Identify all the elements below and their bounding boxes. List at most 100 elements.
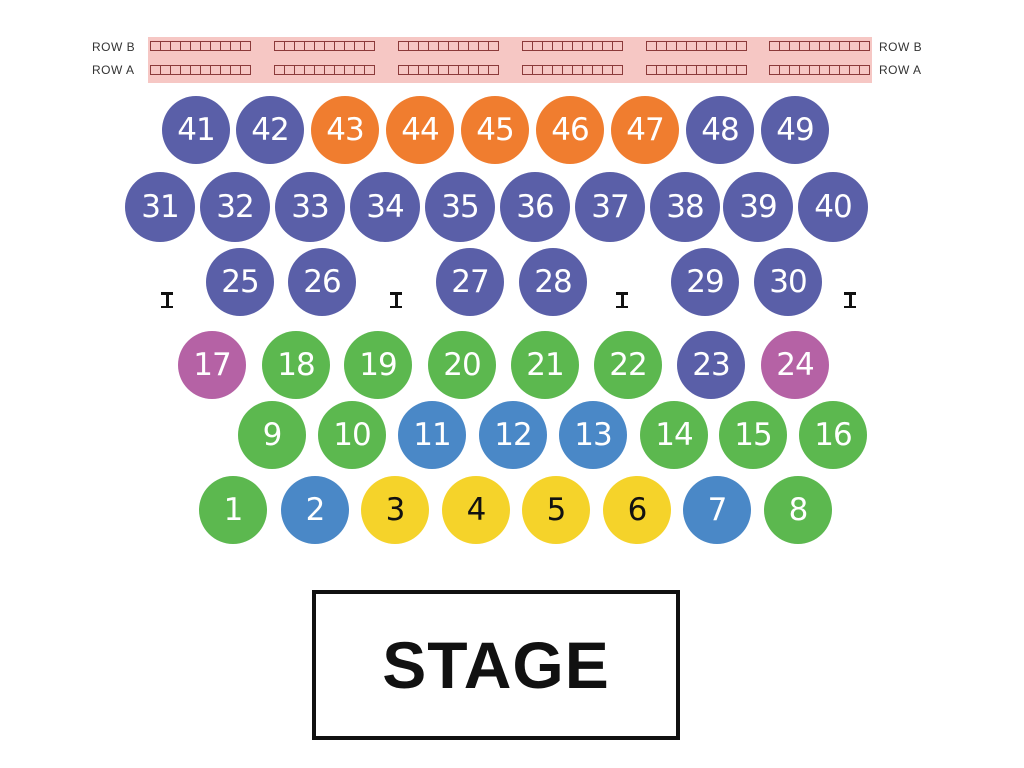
- balcony-seat[interactable]: [687, 42, 697, 50]
- balcony-seat-block[interactable]: [522, 65, 623, 75]
- seat-34[interactable]: 34: [350, 172, 420, 242]
- seat-15[interactable]: 15: [719, 401, 787, 469]
- seat-44[interactable]: 44: [386, 96, 454, 164]
- balcony-seat[interactable]: [191, 66, 201, 74]
- seat-19[interactable]: 19: [344, 331, 412, 399]
- balcony-seat[interactable]: [840, 66, 850, 74]
- balcony-seat[interactable]: [305, 42, 315, 50]
- balcony-seat[interactable]: [657, 66, 667, 74]
- balcony-seat[interactable]: [191, 42, 201, 50]
- balcony-seat[interactable]: [439, 42, 449, 50]
- balcony-seat-block[interactable]: [522, 41, 623, 51]
- seat-24[interactable]: 24: [761, 331, 829, 399]
- seat-47[interactable]: 47: [611, 96, 679, 164]
- seat-22[interactable]: 22: [594, 331, 662, 399]
- balcony-seat-block[interactable]: [398, 65, 499, 75]
- seat-33[interactable]: 33: [275, 172, 345, 242]
- balcony-seat[interactable]: [543, 66, 553, 74]
- balcony-seat[interactable]: [221, 66, 231, 74]
- balcony-seat[interactable]: [419, 66, 429, 74]
- balcony-seat[interactable]: [181, 66, 191, 74]
- seat-14[interactable]: 14: [640, 401, 708, 469]
- balcony-seat-block[interactable]: [150, 65, 251, 75]
- balcony-seat[interactable]: [820, 42, 830, 50]
- balcony-seat[interactable]: [533, 66, 543, 74]
- balcony-seat[interactable]: [523, 66, 533, 74]
- balcony-seat-block[interactable]: [646, 65, 747, 75]
- balcony-seat[interactable]: [727, 66, 737, 74]
- seat-4[interactable]: 4: [442, 476, 510, 544]
- seat-5[interactable]: 5: [522, 476, 590, 544]
- seat-7[interactable]: 7: [683, 476, 751, 544]
- balcony-seat[interactable]: [171, 66, 181, 74]
- seat-41[interactable]: 41: [162, 96, 230, 164]
- balcony-seat[interactable]: [241, 66, 250, 74]
- seat-20[interactable]: 20: [428, 331, 496, 399]
- balcony-seat[interactable]: [439, 66, 449, 74]
- balcony-seat[interactable]: [479, 66, 489, 74]
- balcony-seat[interactable]: [365, 66, 374, 74]
- seat-42[interactable]: 42: [236, 96, 304, 164]
- balcony-seat[interactable]: [275, 42, 285, 50]
- seat-9[interactable]: 9: [238, 401, 306, 469]
- balcony-seat[interactable]: [850, 66, 860, 74]
- balcony-seat-block[interactable]: [646, 41, 747, 51]
- seat-8[interactable]: 8: [764, 476, 832, 544]
- balcony-seat-block[interactable]: [398, 41, 499, 51]
- seat-16[interactable]: 16: [799, 401, 867, 469]
- balcony-seat[interactable]: [820, 66, 830, 74]
- balcony-seat[interactable]: [860, 42, 869, 50]
- balcony-seat[interactable]: [285, 66, 295, 74]
- balcony-seat[interactable]: [583, 66, 593, 74]
- balcony-seat[interactable]: [543, 42, 553, 50]
- seat-3[interactable]: 3: [361, 476, 429, 544]
- balcony-seat[interactable]: [770, 66, 780, 74]
- seat-12[interactable]: 12: [479, 401, 547, 469]
- balcony-seat-block[interactable]: [769, 41, 870, 51]
- balcony-seat-block[interactable]: [274, 41, 375, 51]
- balcony-seat[interactable]: [553, 66, 563, 74]
- seat-17[interactable]: 17: [178, 331, 246, 399]
- seat-43[interactable]: 43: [311, 96, 379, 164]
- balcony-seat[interactable]: [707, 66, 717, 74]
- balcony-seat[interactable]: [449, 42, 459, 50]
- balcony-seat[interactable]: [201, 42, 211, 50]
- balcony-seat[interactable]: [449, 66, 459, 74]
- balcony-seat[interactable]: [800, 42, 810, 50]
- seat-18[interactable]: 18: [262, 331, 330, 399]
- balcony-seat[interactable]: [325, 66, 335, 74]
- seat-6[interactable]: 6: [603, 476, 671, 544]
- balcony-seat[interactable]: [810, 66, 820, 74]
- balcony-seat[interactable]: [613, 66, 622, 74]
- balcony-seat[interactable]: [667, 42, 677, 50]
- balcony-seat[interactable]: [211, 42, 221, 50]
- seat-35[interactable]: 35: [425, 172, 495, 242]
- balcony-seat[interactable]: [727, 42, 737, 50]
- balcony-seat[interactable]: [830, 42, 840, 50]
- balcony-seat[interactable]: [429, 42, 439, 50]
- balcony-seat[interactable]: [737, 66, 746, 74]
- balcony-seat[interactable]: [325, 42, 335, 50]
- balcony-seat[interactable]: [275, 66, 285, 74]
- balcony-seat[interactable]: [717, 42, 727, 50]
- seat-11[interactable]: 11: [398, 401, 466, 469]
- balcony-seat[interactable]: [573, 42, 583, 50]
- balcony-seat[interactable]: [241, 42, 250, 50]
- balcony-seat[interactable]: [409, 42, 419, 50]
- balcony-seat[interactable]: [295, 42, 305, 50]
- balcony-seat[interactable]: [677, 42, 687, 50]
- balcony-seat[interactable]: [355, 42, 365, 50]
- balcony-seat[interactable]: [523, 42, 533, 50]
- balcony-seat-block[interactable]: [274, 65, 375, 75]
- seat-45[interactable]: 45: [461, 96, 529, 164]
- balcony-seat[interactable]: [295, 66, 305, 74]
- seat-36[interactable]: 36: [500, 172, 570, 242]
- seat-40[interactable]: 40: [798, 172, 868, 242]
- balcony-seat[interactable]: [830, 66, 840, 74]
- seat-28[interactable]: 28: [519, 248, 587, 316]
- balcony-seat[interactable]: [603, 42, 613, 50]
- balcony-seat-block[interactable]: [150, 41, 251, 51]
- balcony-seat[interactable]: [285, 42, 295, 50]
- balcony-seat[interactable]: [737, 42, 746, 50]
- balcony-seat[interactable]: [489, 42, 498, 50]
